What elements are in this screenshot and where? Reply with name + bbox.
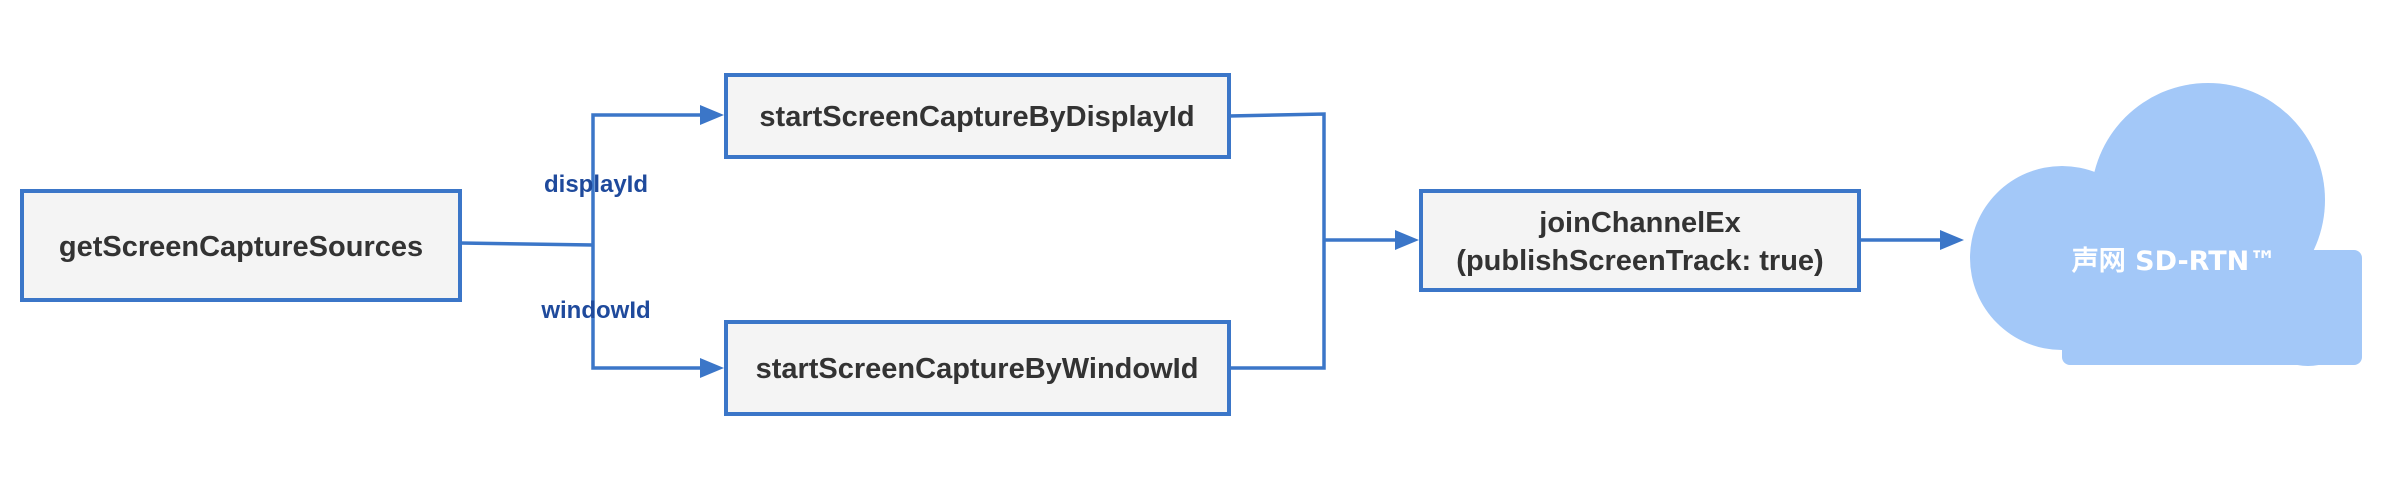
connectors xyxy=(459,105,1964,378)
arrowhead-window xyxy=(700,358,724,378)
node-start-capture-by-window: startScreenCaptureByWindowId xyxy=(724,320,1231,416)
cloud-icon xyxy=(1970,83,2362,366)
node-join-channel-ex: joinChannelEx (publishScreenTrack: true) xyxy=(1419,189,1861,292)
arrowhead-display xyxy=(700,105,724,125)
node-start-capture-by-display: startScreenCaptureByDisplayId xyxy=(724,73,1231,159)
edge-branch-to-window xyxy=(591,245,700,370)
node-label-get-sources: getScreenCaptureSources xyxy=(59,231,423,263)
node-label-by-display: startScreenCaptureByDisplayId xyxy=(759,101,1194,133)
edge-display-to-merge xyxy=(1228,112,1326,370)
node-get-screen-capture-sources: getScreenCaptureSources xyxy=(20,189,462,302)
edge-sources-to-branch xyxy=(459,241,594,247)
edge-branch-to-display xyxy=(591,113,700,245)
node-label-join-line1: joinChannelEx xyxy=(1538,207,1740,239)
node-label-join-line2: (publishScreenTrack: true) xyxy=(1456,245,1823,277)
cloud-sd-rtn: 声网 SD-RTN™ xyxy=(1970,83,2362,366)
edge-label-windowid: windowId xyxy=(540,297,650,324)
cloud-label: 声网 SD-RTN™ xyxy=(2072,246,2277,277)
edge-label-displayid: displayId xyxy=(544,171,648,198)
arrowhead-join xyxy=(1395,230,1419,250)
node-label-by-window: startScreenCaptureByWindowId xyxy=(756,353,1199,385)
arrowhead-cloud xyxy=(1940,230,1964,250)
